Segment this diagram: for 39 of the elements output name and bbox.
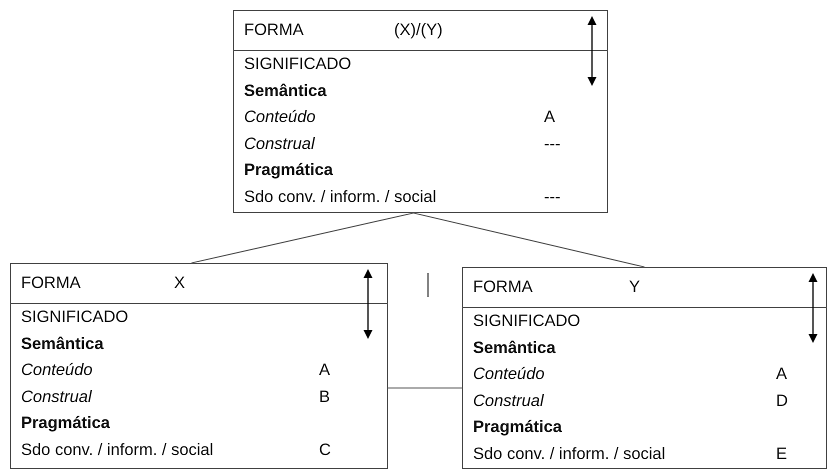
meaning-heading: SIGNIFICADO <box>244 55 352 76</box>
concept-box <box>462 267 827 469</box>
concept-box <box>10 263 388 469</box>
row-value: --- <box>544 134 560 155</box>
row-label: Construal <box>21 388 92 408</box>
row-value: D <box>776 392 788 412</box>
section-heading: Semântica <box>473 338 556 359</box>
section-heading: Pragmática <box>244 161 333 182</box>
form-value: Y <box>629 278 640 298</box>
row-label: Construal <box>473 392 544 412</box>
form-label: FORMA <box>473 278 533 298</box>
row-value: B <box>319 388 330 408</box>
section-heading: Semântica <box>21 334 104 355</box>
row-label: Sdo conv. / inform. / social <box>244 188 436 208</box>
row-label: Conteúdo <box>244 108 316 128</box>
meaning-heading: SIGNIFICADO <box>473 312 580 332</box>
row-value: --- <box>544 188 560 208</box>
section-heading: Pragmática <box>21 414 110 434</box>
section-heading: Pragmática <box>473 418 562 438</box>
row-value: E <box>776 444 788 465</box>
meaning-heading: SIGNIFICADO <box>21 308 128 328</box>
connector-line <box>388 387 462 389</box>
row-value: A <box>776 365 788 386</box>
row-label: Conteúdo <box>473 365 545 386</box>
connector-line <box>191 212 414 264</box>
row-value: A <box>544 108 556 128</box>
row-value: C <box>319 440 331 461</box>
section-heading: Semântica <box>244 82 327 102</box>
connector-line <box>413 212 645 268</box>
form-label: FORMA <box>21 274 81 294</box>
form-value: X <box>174 274 186 294</box>
row-label: Sdo conv. / inform. / social <box>473 444 666 465</box>
row-label: Construal <box>244 134 315 155</box>
form-value: (X)/(Y) <box>394 20 443 40</box>
row-value: A <box>319 361 330 382</box>
concept-box <box>233 10 608 213</box>
row-label: Sdo conv. / inform. / social <box>21 440 214 461</box>
row-label: Conteúdo <box>21 361 93 382</box>
form-label: FORMA <box>244 20 304 40</box>
